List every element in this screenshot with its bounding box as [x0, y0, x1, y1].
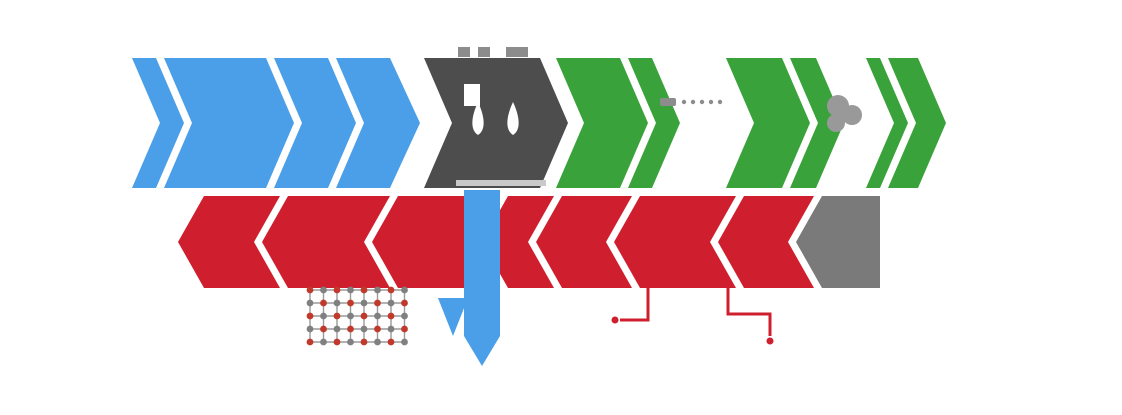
elbow-connector-line — [726, 288, 772, 336]
lattice-atom — [374, 286, 381, 294]
apparatus-top-fitting-1 — [458, 47, 470, 57]
lattice-atom — [333, 299, 341, 307]
lattice-atom — [374, 312, 381, 320]
apparatus-top-fitting-2 — [478, 47, 490, 57]
flow-chevron-blue-1 — [132, 58, 184, 188]
lattice-atom — [360, 338, 368, 346]
molecule-atom — [842, 105, 862, 125]
lattice-atom — [387, 325, 395, 333]
lattice-atom — [320, 338, 327, 346]
beaker-icon — [464, 84, 480, 106]
flow-chevron-blue-3 — [274, 58, 356, 188]
crystal-lattice-icon — [306, 286, 408, 346]
lattice-atom — [306, 299, 314, 307]
lattice-atom — [374, 338, 381, 346]
droplet-icon-1 — [472, 102, 484, 135]
flow-arrow-green — [888, 58, 946, 188]
lattice-atom — [401, 286, 408, 294]
apparatus-top-fitting-3 — [506, 47, 528, 57]
droplet-icon-2 — [507, 102, 519, 135]
return-arrow-red — [178, 196, 280, 288]
flow-chevron-green-1 — [556, 58, 648, 188]
marker-bar-icon — [464, 190, 500, 366]
lattice-atom — [333, 312, 341, 320]
lattice-atom — [320, 325, 327, 333]
lattice-atom — [347, 312, 354, 320]
dotted-line-icon — [681, 99, 687, 105]
dotted-line-icon — [699, 99, 705, 105]
lattice-atom — [360, 299, 368, 307]
dotted-line-icon — [717, 99, 723, 105]
lattice-atom — [374, 325, 381, 333]
lattice-atom — [347, 299, 354, 307]
lattice-atom — [387, 299, 395, 307]
lattice-atom — [333, 338, 341, 346]
lattice-atom — [333, 286, 341, 294]
lattice-atom — [306, 286, 314, 294]
lattice-atom — [306, 325, 314, 333]
lattice-atom — [387, 286, 395, 294]
lattice-atom — [360, 325, 368, 333]
flow-chevron-green-5 — [866, 58, 908, 188]
elbow-connector-icon-1 — [611, 288, 650, 324]
return-chevron-red-1 — [718, 196, 814, 288]
dash-icon — [660, 98, 676, 106]
lattice-atom — [360, 312, 368, 320]
lattice-atom — [374, 299, 381, 307]
flow-chevron-blue-2 — [164, 58, 294, 188]
baseline-bar-icon — [456, 180, 546, 186]
lattice-atom — [347, 338, 354, 346]
lattice-atom — [320, 286, 327, 294]
elbow-connector-line — [620, 288, 650, 322]
flow-arrow-blue — [336, 58, 420, 188]
lattice-atom — [306, 312, 314, 320]
lattice-atom — [320, 312, 327, 320]
lattice-atom — [387, 312, 395, 320]
lattice-atom — [347, 325, 354, 333]
return-tail-gray — [796, 196, 880, 288]
lattice-atom — [360, 286, 368, 294]
lattice-atom — [306, 338, 314, 346]
lattice-atom — [347, 286, 354, 294]
elbow-connector-dot — [766, 337, 774, 345]
flow-chevron-green-3 — [726, 58, 810, 188]
molecule-atom — [827, 114, 845, 132]
molecule-cluster-icon — [827, 95, 862, 132]
lattice-atom — [333, 325, 341, 333]
lattice-atom — [320, 299, 327, 307]
dotted-line-icon — [708, 99, 714, 105]
return-chevron-red-3 — [536, 196, 632, 288]
elbow-connector-icon-2 — [726, 288, 774, 345]
apparatus-block-icon — [424, 58, 568, 188]
lattice-atom — [387, 338, 395, 346]
lattice-atom — [401, 312, 408, 320]
dotted-line-icon — [690, 99, 696, 105]
lattice-atom — [401, 338, 408, 346]
down-arrow-icon — [438, 298, 468, 336]
lattice-atom — [401, 325, 408, 333]
flow-chevron-green-2 — [628, 58, 680, 188]
return-chevron-red-2 — [614, 196, 736, 288]
lattice-atom — [401, 299, 408, 307]
elbow-connector-dot — [611, 316, 619, 324]
return-chevron-red-6 — [262, 196, 390, 288]
